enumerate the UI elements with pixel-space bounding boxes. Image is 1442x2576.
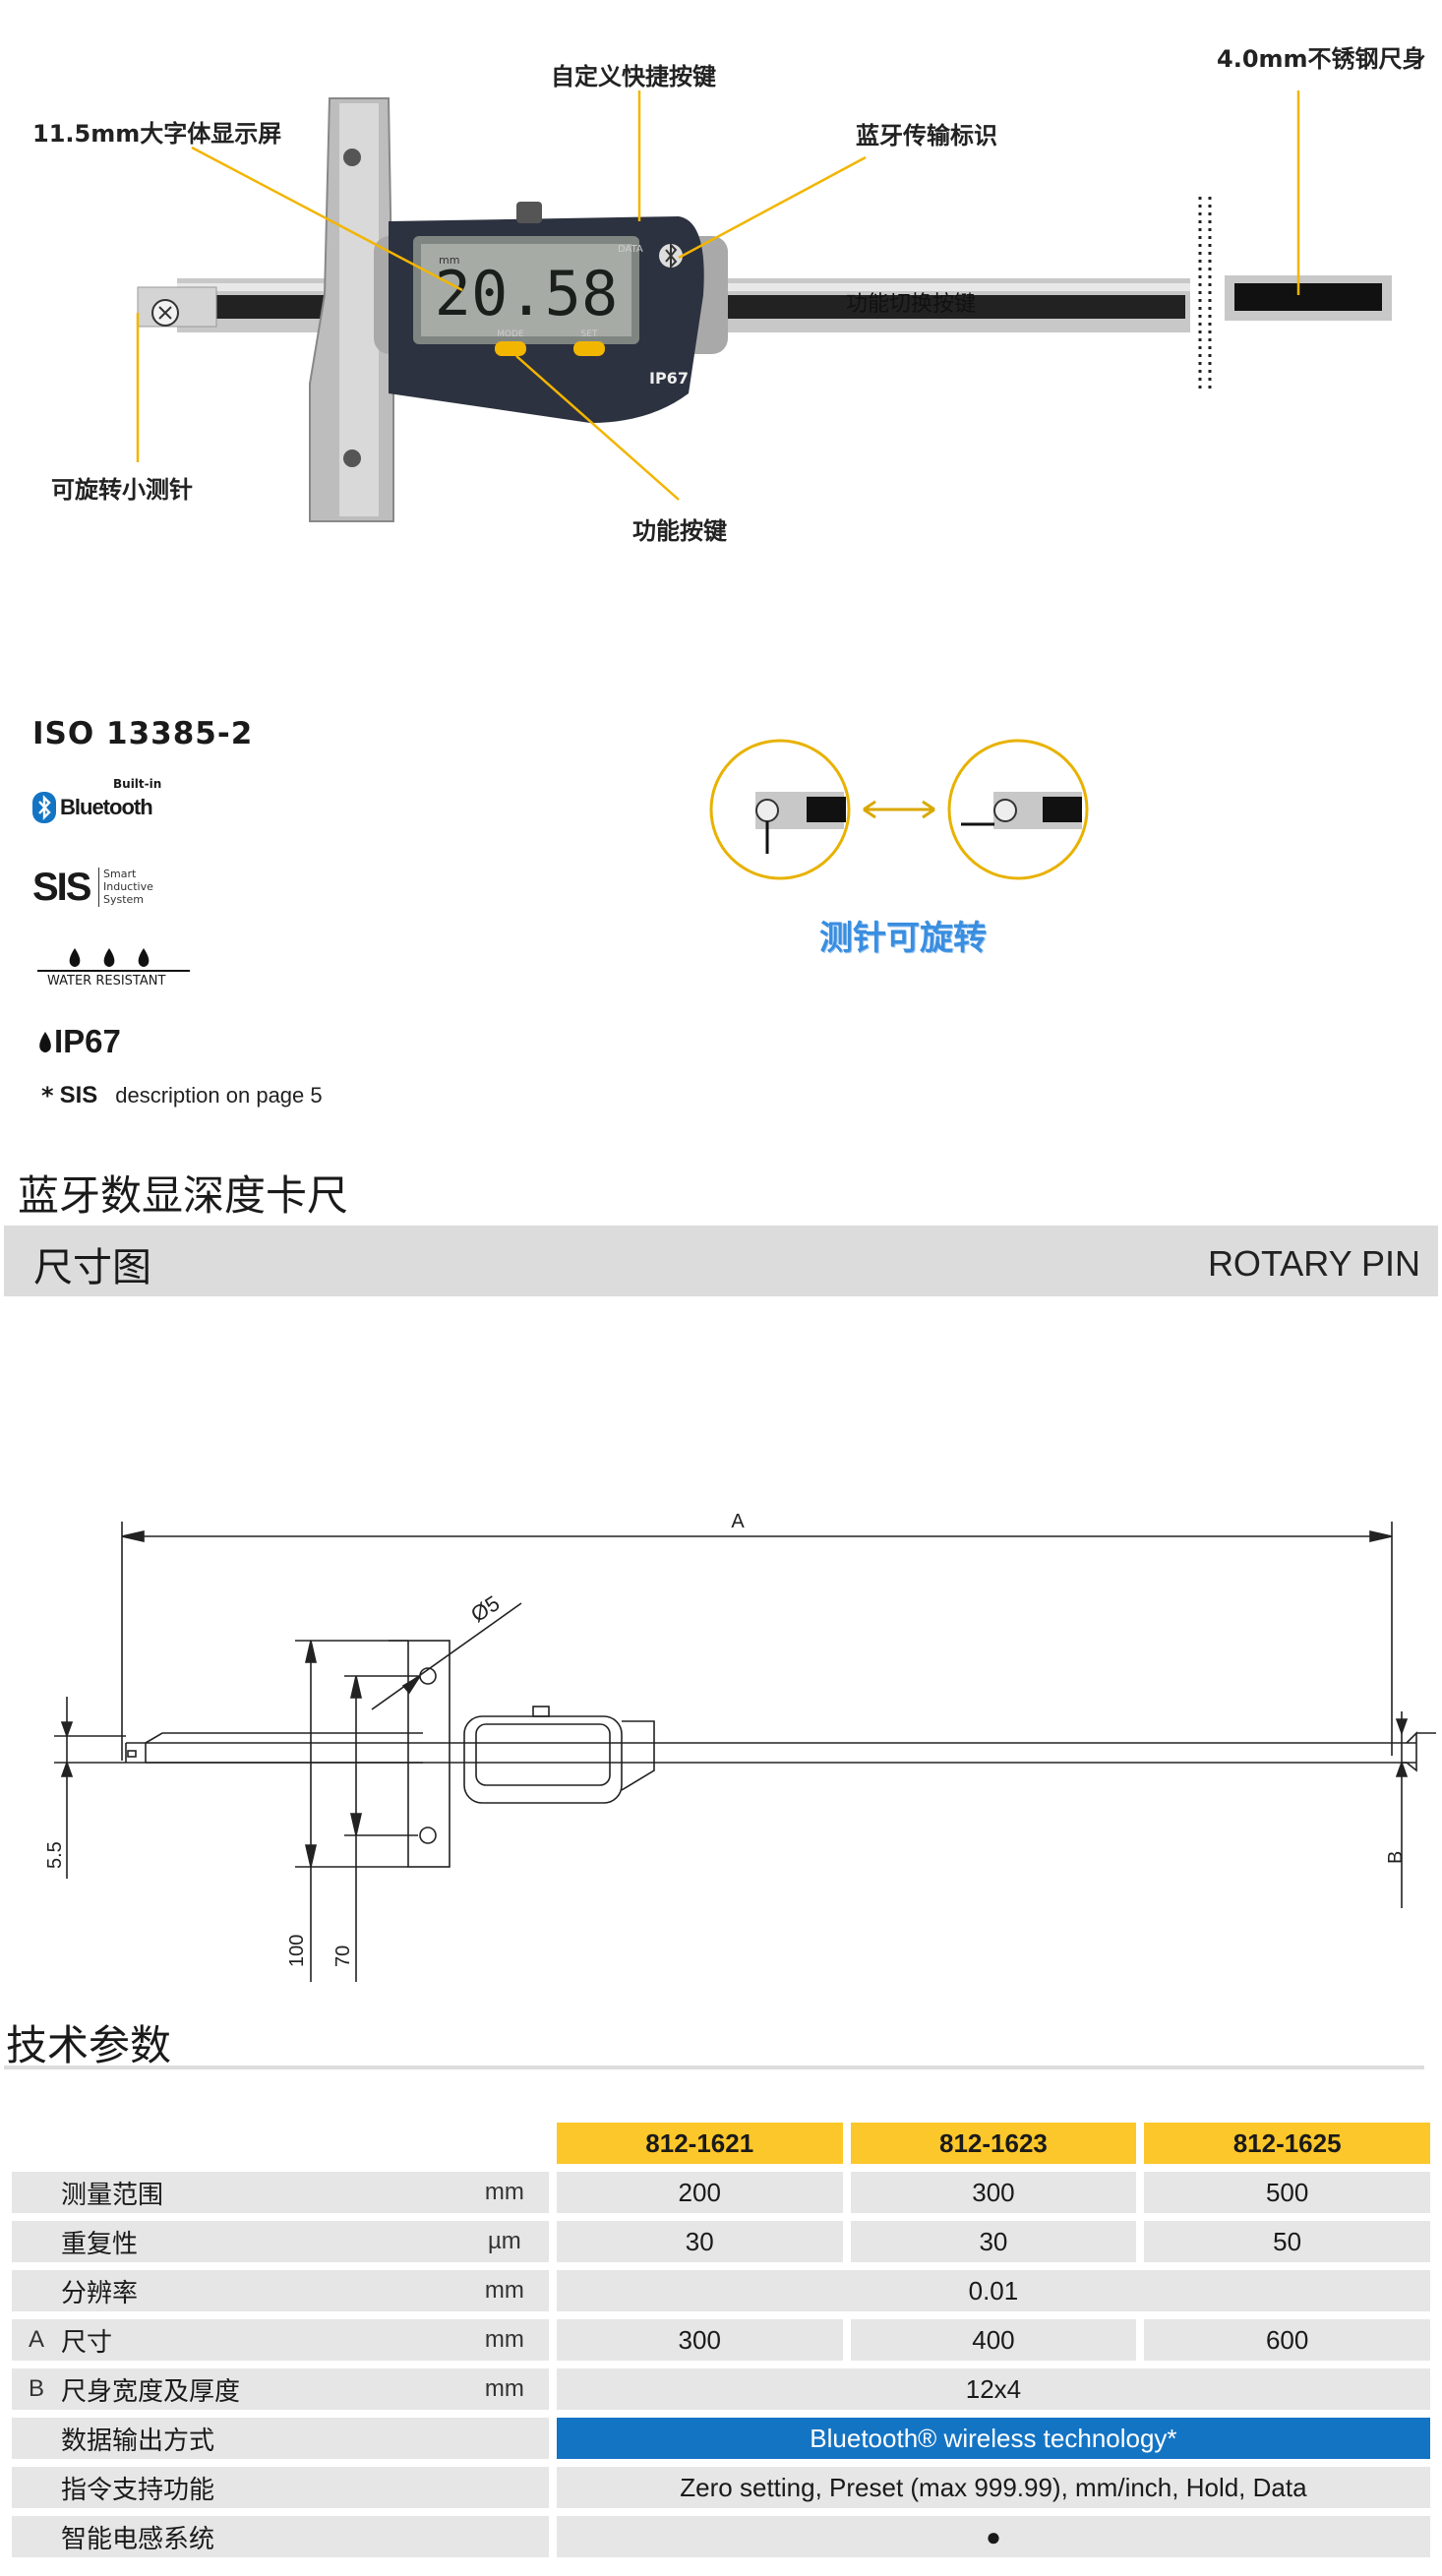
sis-desc-2: Inductive <box>103 880 153 893</box>
mode-label: MODE <box>497 329 524 339</box>
rotary-pin-label: ROTARY PIN <box>1207 1243 1420 1284</box>
table-cell: 50 <box>1144 2221 1430 2262</box>
water-resistant-logo: WATER RESISTANT <box>37 946 190 995</box>
bluetooth-rune-icon <box>32 792 56 823</box>
table-row: 数据输出方式 Bluetooth® wireless technology* <box>12 2418 1430 2459</box>
sis-note: * SIS description on page 5 <box>41 1082 323 1109</box>
rotary-pin-detail <box>709 739 1089 880</box>
water-drops-icon <box>69 948 150 967</box>
table-row: 智能电感系统 ● <box>12 2516 1430 2557</box>
row-label: 分辨率 <box>61 2278 139 2308</box>
table-cell: 200 <box>556 2172 843 2213</box>
callout-steel-body: 4.0mm不锈钢尺身 <box>1217 45 1426 73</box>
model-header: 812-1623 <box>850 2123 1137 2164</box>
callout-bluetooth-mark: 蓝牙传输标识 <box>856 122 997 150</box>
table-cell-span: ● <box>556 2516 1430 2557</box>
table-row: A 尺寸 mm 300 400 600 <box>12 2319 1430 2361</box>
dim-5-5-label: 5.5 <box>44 1841 66 1869</box>
spec-header-blank <box>12 2123 549 2164</box>
data-label: DATA <box>618 244 643 255</box>
ip67-text: IP67 <box>54 1023 121 1059</box>
spec-table: 812-1621 812-1623 812-1625 测量范围 mm 200 3… <box>4 2115 1438 2565</box>
table-cell: 300 <box>556 2319 843 2361</box>
bluetooth-logo: Built-in Bluetooth <box>32 777 190 826</box>
double-arrow-icon <box>863 800 935 819</box>
set-label: SET <box>581 329 598 339</box>
iso-standard: ISO 13385-2 <box>32 716 254 751</box>
product-title: 蓝牙数显深度卡尺 <box>18 1171 349 1220</box>
note-text: description on page 5 <box>115 1083 323 1108</box>
spec-header-row: 812-1621 812-1623 812-1625 <box>12 2123 1430 2164</box>
model-header: 812-1621 <box>556 2123 843 2164</box>
note-star: * <box>41 1082 54 1109</box>
water-resistant-label: WATER RESISTANT <box>47 974 166 988</box>
pin-horizontal-icon <box>993 799 1017 822</box>
row-label: 数据输出方式 <box>61 2426 215 2456</box>
dim-100-label: 100 <box>286 1935 308 1967</box>
table-cell-span: Zero setting, Preset (max 999.99), mm/in… <box>556 2467 1430 2508</box>
mode-button[interactable] <box>495 341 526 356</box>
row-unit: mm <box>484 2375 524 2402</box>
lcd-reading: 20.58 <box>435 258 619 329</box>
table-row: 测量范围 mm 200 300 500 <box>12 2172 1430 2213</box>
table-cell: 500 <box>1144 2172 1430 2213</box>
spec-title: 技术参数 <box>6 2021 172 2069</box>
sis-desc-3: System <box>103 893 145 906</box>
table-cell: 30 <box>556 2221 843 2262</box>
row-label: 智能电感系统 <box>61 2524 215 2554</box>
pin-vertical-icon <box>755 799 779 822</box>
ip-drop-icon <box>39 1032 51 1052</box>
row-label: 重复性 <box>61 2229 139 2259</box>
callout-function-key: 功能按键 <box>632 517 727 545</box>
row-label: 指令支持功能 <box>61 2475 215 2505</box>
table-cell: 600 <box>1144 2319 1430 2361</box>
sis-mark: SIS <box>32 866 92 909</box>
rotary-caption: 测针可旋转 <box>819 919 987 958</box>
table-row: B 尺身宽度及厚度 mm 12x4 <box>12 2368 1430 2410</box>
dim-A-label: A <box>731 1511 745 1532</box>
table-cell-span: 0.01 <box>556 2270 1430 2311</box>
model-header: 812-1625 <box>1144 2123 1430 2164</box>
table-row: 重复性 µm 30 30 50 <box>12 2221 1430 2262</box>
callout-custom-key: 自定义快捷按键 <box>551 63 716 90</box>
row-unit: mm <box>484 2179 524 2205</box>
table-cell-span: 12x4 <box>556 2368 1430 2410</box>
row-label: 尺身宽度及厚度 <box>61 2376 241 2407</box>
bluetooth-name: Bluetooth <box>60 795 153 819</box>
row-unit: mm <box>484 2277 524 2304</box>
sis-desc-1: Smart <box>103 868 137 880</box>
callout-rotating-pin: 可旋转小测针 <box>51 476 193 504</box>
row-label: 尺寸 <box>61 2327 113 2358</box>
product-photo: 20.58 mm DATA MODE SET IP67 功能切换按键 <box>136 90 1392 522</box>
callout-function-switch: 功能切换按键 <box>846 292 976 317</box>
device-ip-label: IP67 <box>649 369 689 388</box>
row-label: 测量范围 <box>61 2180 164 2210</box>
table-cell: 400 <box>850 2319 1137 2361</box>
dim-70-label: 70 <box>332 1946 354 1967</box>
sis-logo: SIS Smart Inductive System <box>32 866 229 915</box>
row-letter: A <box>28 2326 44 2353</box>
table-row: 分辨率 mm 0.01 <box>12 2270 1430 2311</box>
row-unit: µm <box>487 2228 521 2254</box>
dimension-drawing: A Ø5 5.5 100 70 B <box>44 1511 1436 1982</box>
table-cell: 30 <box>850 2221 1137 2262</box>
table-row: 指令支持功能 Zero setting, Preset (max 999.99)… <box>12 2467 1430 2508</box>
dimension-title: 尺寸图 <box>33 1245 151 1290</box>
note-sis: SIS <box>59 1082 98 1108</box>
bluetooth-builtin-label: Built-in <box>113 777 162 791</box>
set-button[interactable] <box>573 341 605 356</box>
table-cell-span: Bluetooth® wireless technology* <box>556 2418 1430 2459</box>
spec-title-rule <box>4 2066 1424 2069</box>
dimension-header-bar: 尺寸图 ROTARY PIN <box>4 1226 1438 1296</box>
dim-diameter-label: Ø5 <box>466 1590 504 1627</box>
lcd-unit: mm <box>439 254 459 267</box>
callout-display: 11.5mm大字体显示屏 <box>32 120 282 148</box>
table-cell: 300 <box>850 2172 1137 2213</box>
row-unit: mm <box>484 2326 524 2353</box>
dim-B-label: B <box>1385 1851 1407 1864</box>
row-letter: B <box>28 2375 44 2402</box>
